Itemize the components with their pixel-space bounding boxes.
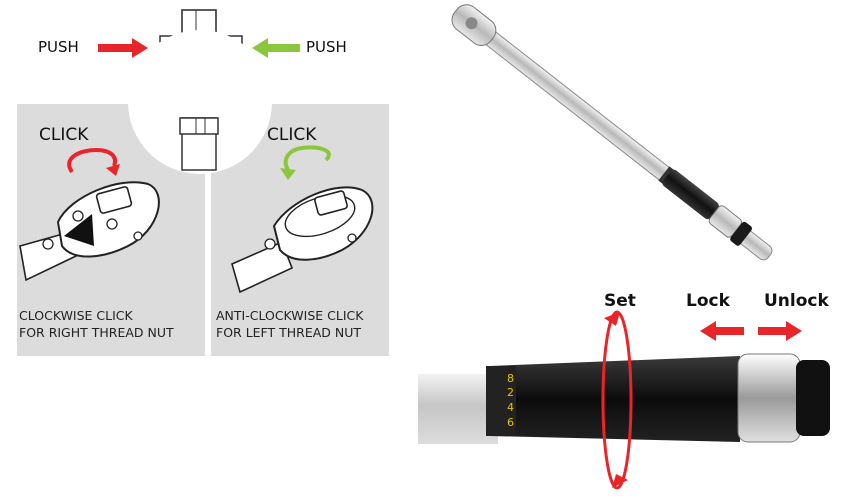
scale-mark-6: 6 [507, 416, 514, 429]
caption-left-line1: CLOCKWISE CLICK [19, 308, 133, 323]
caption-left-line2: FOR RIGHT THREAD NUT [19, 325, 174, 340]
caption-right-line1: ANTI-CLOCKWISE CLICK [216, 308, 364, 323]
set-label: Set [604, 291, 636, 311]
click-label-right: CLICK [267, 125, 317, 145]
caption-right-line2: FOR LEFT THREAD NUT [216, 325, 362, 340]
unlock-label: Unlock [764, 291, 829, 311]
scale-mark-8: 8 [507, 372, 514, 385]
push-label-left: PUSH [38, 38, 79, 56]
caption-right: ANTI-CLOCKWISE CLICK FOR LEFT THREAD NUT [216, 307, 363, 341]
scale-mark-4: 4 [507, 401, 514, 414]
lock-label: Lock [686, 291, 730, 311]
push-label-right: PUSH [306, 38, 347, 56]
scale-mark-2: 2 [507, 386, 514, 399]
caption-left: CLOCKWISE CLICK FOR RIGHT THREAD NUT [19, 307, 174, 341]
click-label-left: CLICK [39, 125, 89, 145]
